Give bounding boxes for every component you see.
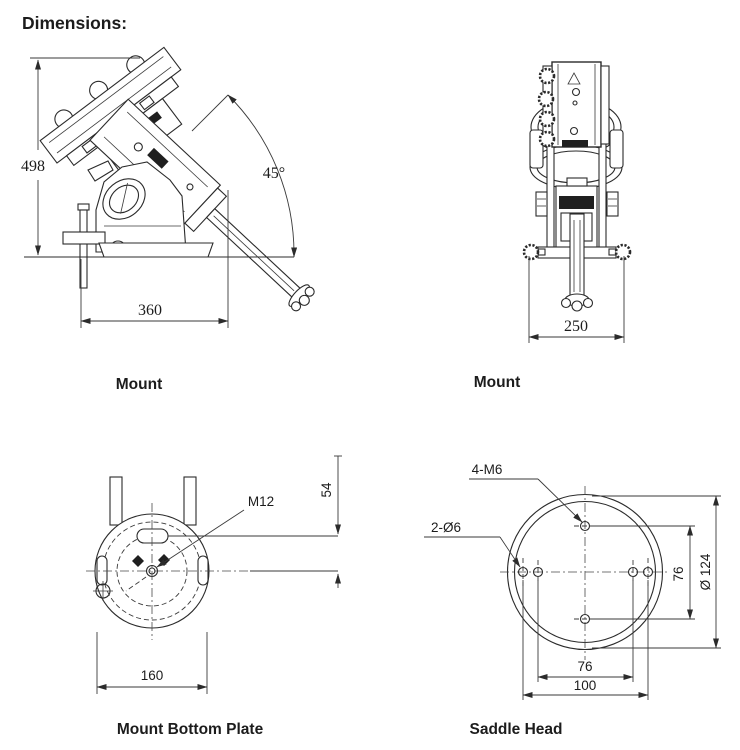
dim-diameter-124: Ø 124	[592, 495, 721, 649]
dim-inner-76: 76	[537, 580, 634, 682]
bottom-plate-view: M12 54 160 Mount Bottom Plate	[86, 455, 342, 738]
mount-front-view: 250 Mount	[474, 61, 632, 391]
leader-4m6: 4-M6	[469, 462, 583, 523]
mount-front-label: Mount	[474, 374, 520, 391]
dim-vertical-76: 76	[592, 525, 695, 620]
dim-text-100: 100	[574, 678, 597, 693]
dim-width-160: 160	[96, 632, 208, 694]
dim-text-250: 250	[564, 318, 588, 335]
mount-side-base	[62, 160, 214, 289]
bottom-plate-label: Mount Bottom Plate	[117, 721, 264, 738]
dim-text-2o6: 2-Ø6	[431, 520, 461, 535]
leader-2o6: 2-Ø6	[424, 520, 521, 568]
mount-side-label: Mount	[116, 376, 162, 393]
dim-text-4m6: 4-M6	[472, 462, 503, 477]
dim-angle-45: 45°	[191, 94, 298, 258]
dim-text-m12: M12	[248, 494, 274, 509]
leader-m12: M12	[125, 494, 274, 592]
mount-side-view: 498 360 45° Mount	[21, 46, 315, 393]
dim-width-250: 250	[528, 256, 625, 343]
dim-offset-54: 54	[319, 455, 342, 588]
dim-text-76h: 76	[577, 659, 592, 674]
saddle-head-view: 4-M6 2-Ø6 76 Ø 124 76	[424, 462, 721, 738]
saddle-head-label: Saddle Head	[469, 721, 562, 738]
mount-front-knobs	[537, 67, 556, 148]
dim-outer-100: 100	[522, 580, 649, 700]
mount-front-shaft	[560, 213, 594, 312]
page-title: Dimensions:	[22, 13, 127, 33]
dim-text-498: 498	[21, 158, 45, 175]
dim-text-76v: 76	[671, 566, 686, 581]
dim-height-498: 498	[21, 57, 140, 256]
dim-text-54: 54	[319, 482, 334, 498]
dim-text-160: 160	[141, 668, 164, 683]
dim-text-45deg: 45°	[263, 165, 285, 182]
dim-text-360: 360	[138, 302, 162, 319]
dim-text-o124: Ø 124	[698, 553, 713, 590]
